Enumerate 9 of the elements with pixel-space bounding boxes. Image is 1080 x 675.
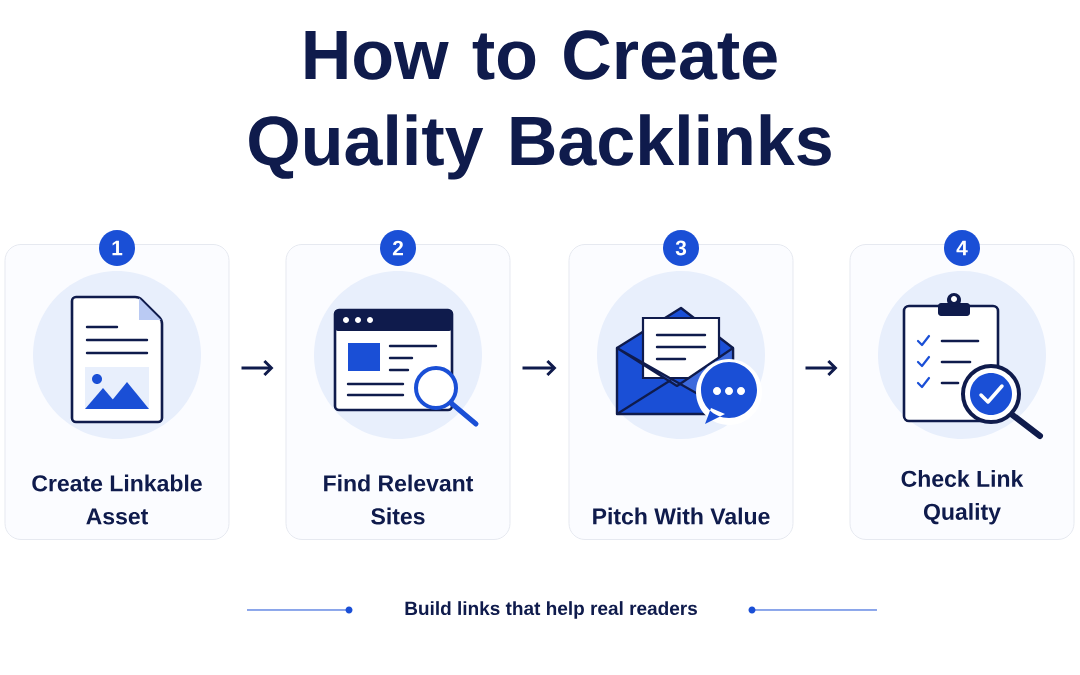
number-badge: 3 [663,230,699,266]
arrow [805,359,838,377]
tagline: Build links that help real readers [405,601,697,619]
number-badge: 2 [380,230,416,266]
title: How to Create Quality Backlinks [249,30,831,180]
number-badge: 4 [944,230,980,266]
number-badge: 1 [99,230,135,266]
arrow [241,359,274,377]
arrow [522,359,557,377]
